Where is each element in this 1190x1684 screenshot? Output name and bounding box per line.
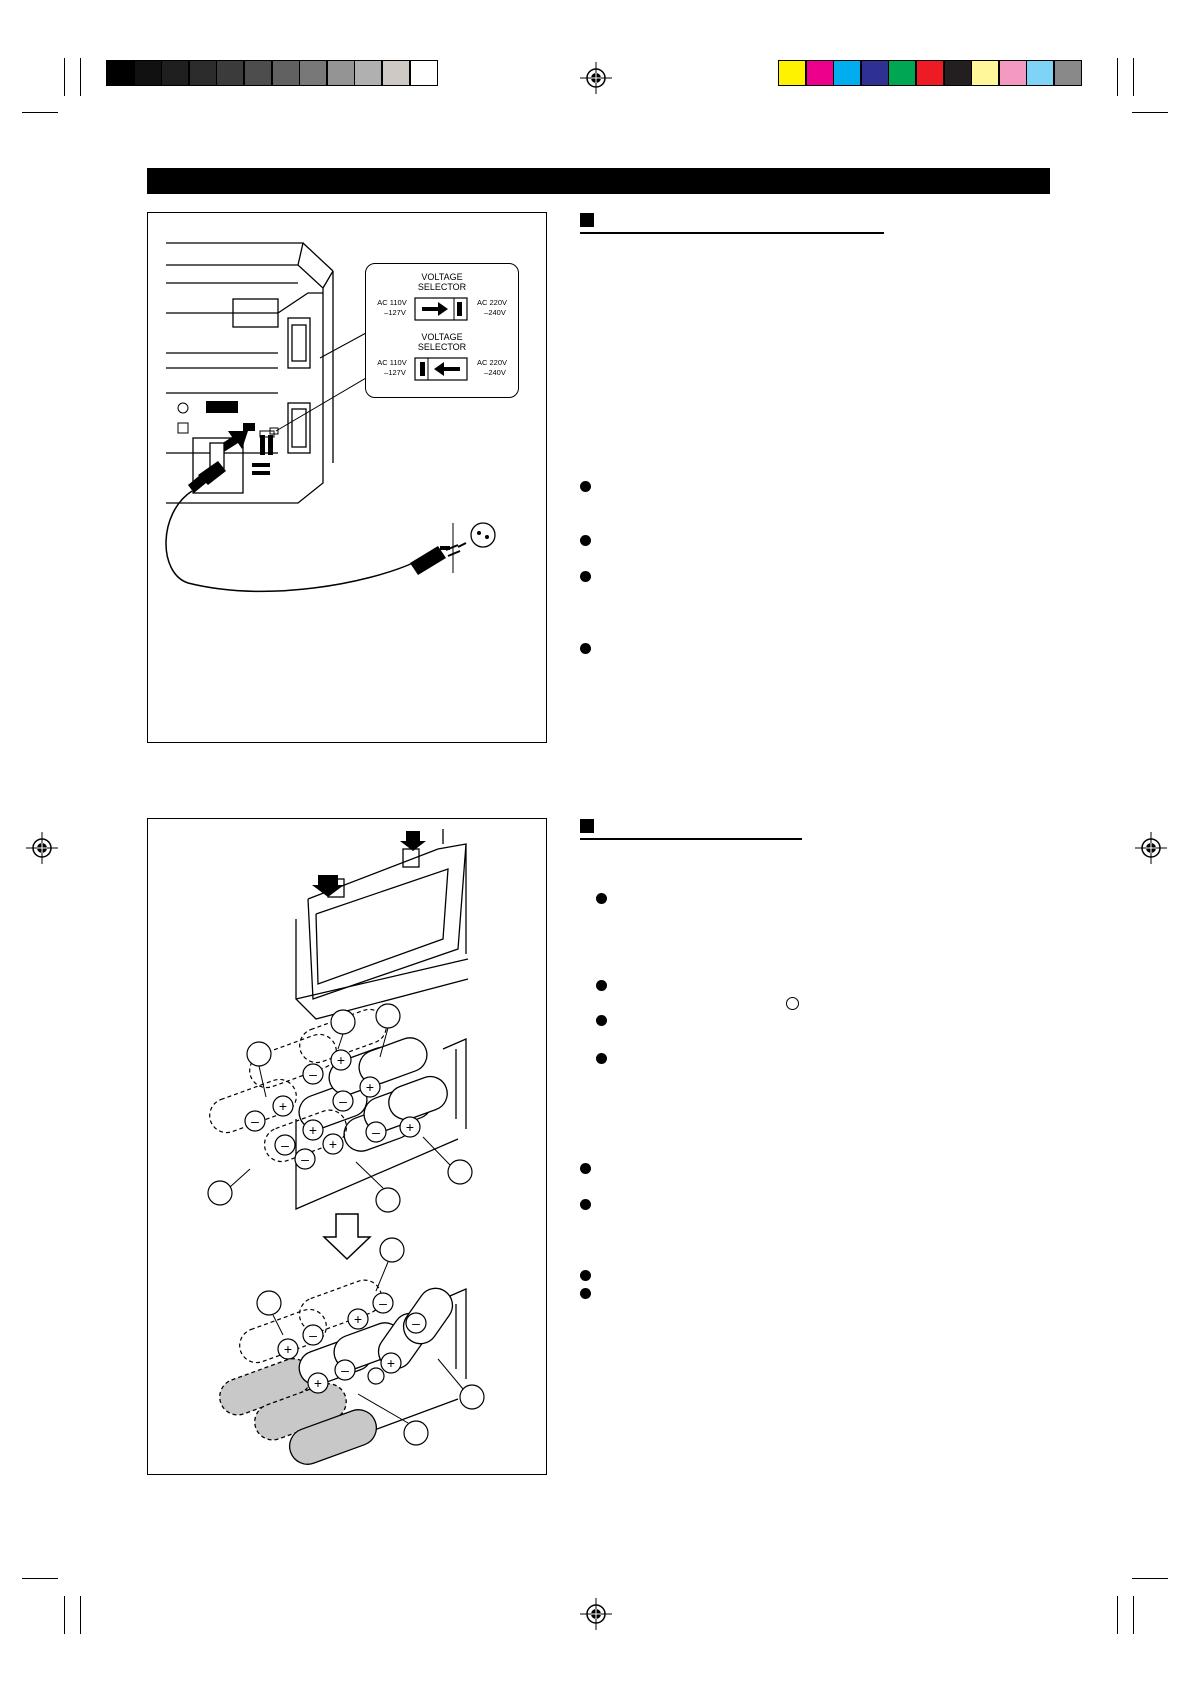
power-section-heading-rule <box>580 232 884 234</box>
battery-bullet <box>596 1053 607 1064</box>
battery-plus-mark: + <box>337 1052 345 1068</box>
grayscale-swatch <box>244 60 272 86</box>
grayscale-swatch <box>216 60 245 86</box>
power-bullet <box>580 571 591 582</box>
left-arrow-icon <box>434 362 460 376</box>
selector-top-left-2: –127V <box>384 308 406 317</box>
grayscale-swatch <box>326 60 355 86</box>
grayscale-swatch <box>271 60 300 86</box>
battery-compartment-illustration: – + – + – + – + – + – + <box>207 829 485 1465</box>
battery-section-heading-marker <box>580 819 594 833</box>
battery-minus-mark: – <box>412 1315 420 1331</box>
battery-minus-mark: – <box>372 1124 380 1140</box>
color-swatch <box>916 60 944 86</box>
power-section-heading-marker <box>580 213 594 227</box>
power-bullet <box>580 481 591 492</box>
battery-bullet <box>596 1015 607 1026</box>
registration-mark-bottom <box>580 1598 612 1630</box>
color-swatch <box>888 60 917 86</box>
battery-minus-mark: – <box>281 1137 289 1153</box>
battery-minus-mark: – <box>301 1151 309 1167</box>
color-swatch <box>833 60 862 86</box>
color-swatch <box>860 60 889 86</box>
section-title-bar <box>147 168 1050 194</box>
color-swatch <box>1026 60 1055 86</box>
battery-minus-mark: – <box>251 1113 259 1129</box>
grayscale-swatch <box>299 60 328 86</box>
battery-minus-mark: – <box>341 1362 349 1378</box>
selector-bottom-right-2: –240V <box>484 368 506 377</box>
grayscale-swatch <box>409 60 438 86</box>
reference-circle <box>786 997 799 1010</box>
battery-plus-mark: + <box>329 1136 337 1152</box>
battery-plus-mark: + <box>366 1079 374 1095</box>
grayscale-swatch <box>106 60 134 86</box>
selector-bottom-right-1: AC 220V <box>477 358 507 367</box>
color-swatch <box>1054 60 1082 86</box>
selector-top-title-2: SELECTOR <box>418 282 467 292</box>
grayscale-swatch <box>161 60 190 86</box>
registration-mark-top <box>580 62 612 94</box>
battery-plus-mark: + <box>279 1098 287 1114</box>
grayscale-swatch <box>354 60 383 86</box>
battery-bullet <box>596 980 607 991</box>
battery-bullet <box>580 1270 591 1281</box>
battery-minus-mark: – <box>339 1093 347 1109</box>
power-bullet <box>580 535 591 546</box>
color-swatch <box>943 60 972 86</box>
unit-rear-panel-illustration <box>165 242 496 593</box>
battery-minus-mark: – <box>309 1327 317 1343</box>
battery-bullet <box>596 893 607 904</box>
grayscale-swatch <box>133 60 162 86</box>
grayscale-swatch <box>382 60 410 86</box>
battery-plus-mark: + <box>314 1375 322 1391</box>
color-swatch <box>805 60 834 86</box>
battery-bullet <box>580 1288 591 1299</box>
battery-bullet <box>580 1163 591 1174</box>
color-swatch <box>778 60 806 86</box>
battery-installation-figure: – + – + – + – + – + – + <box>147 818 547 1475</box>
selector-bottom-left-1: AC 110V <box>377 358 406 367</box>
selector-bottom-left-2: –127V <box>384 368 406 377</box>
selector-bottom-title-1: VOLTAGE <box>421 332 462 342</box>
registration-mark-right <box>1135 832 1167 864</box>
selector-top-title-1: VOLTAGE <box>421 272 462 282</box>
battery-minus-mark: – <box>309 1066 317 1082</box>
grayscale-swatch <box>188 60 217 86</box>
color-swatch <box>971 60 1000 86</box>
battery-section-heading-rule <box>580 838 802 840</box>
battery-bullet <box>580 1199 591 1210</box>
voltage-selector-callout: VOLTAGE SELECTOR AC 110V –127V AC 220V –… <box>365 263 519 398</box>
power-bullet <box>580 643 591 654</box>
registration-mark-left <box>26 832 58 864</box>
battery-plus-mark: + <box>284 1341 292 1357</box>
selector-top-right-1: AC 220V <box>477 298 507 307</box>
selector-bottom-title-2: SELECTOR <box>418 342 467 352</box>
down-arrow-icon <box>322 1213 372 1261</box>
voltage-selector-figure: VOLTAGE SELECTOR AC 110V –127V AC 220V –… <box>147 212 547 743</box>
battery-plus-mark: + <box>406 1119 414 1135</box>
right-arrow-icon <box>422 302 448 316</box>
selector-top-right-2: –240V <box>484 308 506 317</box>
battery-minus-mark: – <box>379 1295 387 1311</box>
battery-plus-mark: + <box>387 1355 395 1371</box>
battery-plus-mark: + <box>354 1311 362 1327</box>
selector-top-left-1: AC 110V <box>377 298 406 307</box>
color-swatch <box>998 60 1027 86</box>
battery-plus-mark: + <box>309 1122 317 1138</box>
